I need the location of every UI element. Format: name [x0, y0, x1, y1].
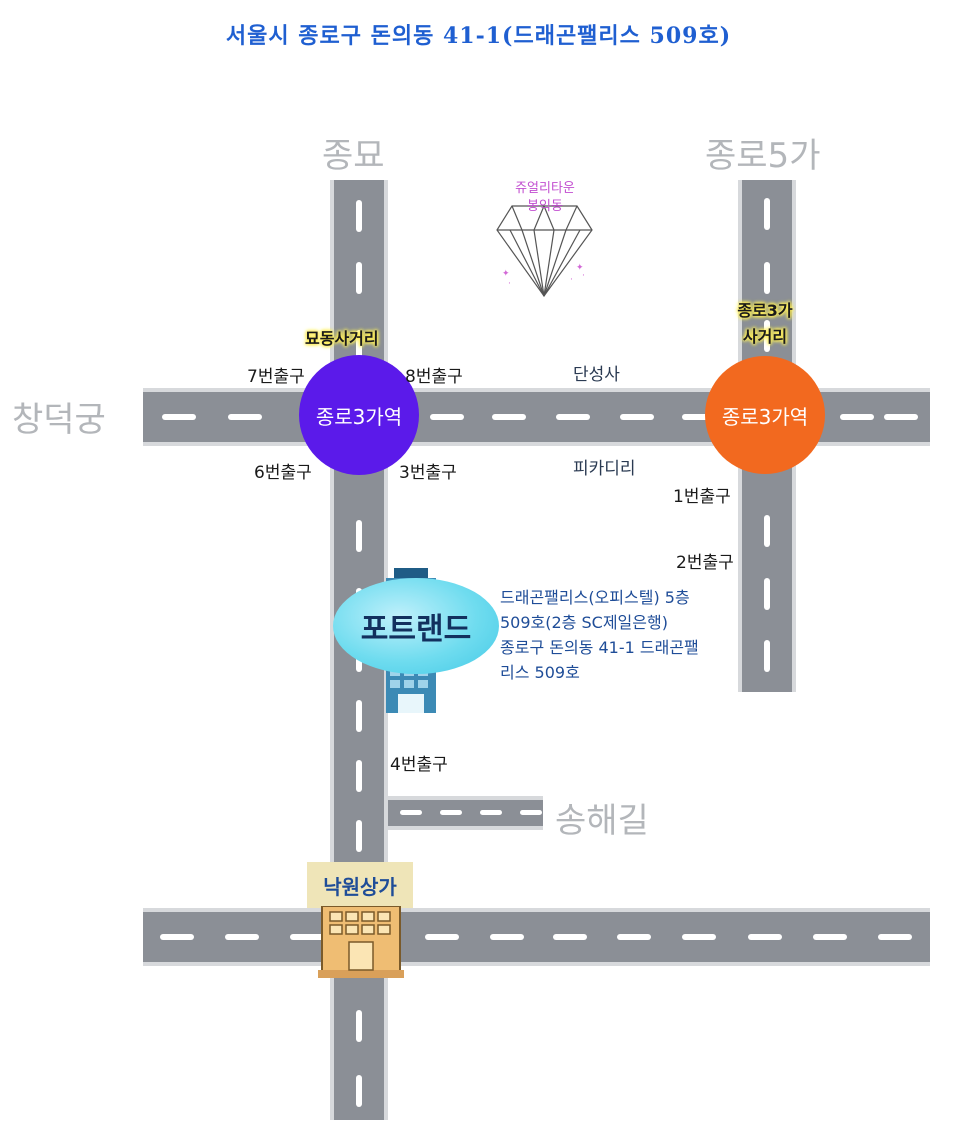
place-songhaegil: 송해길 — [555, 801, 649, 841]
address-line-4: 리스 509호 — [500, 663, 580, 682]
lane-dash — [813, 934, 847, 940]
nakwon-building-icon — [318, 905, 404, 978]
lane-dash — [400, 810, 422, 815]
lane-dash — [356, 330, 362, 362]
lane-dash — [490, 934, 524, 940]
lane-dash — [356, 200, 362, 232]
lane-dash — [356, 262, 362, 294]
jongno3ga-intersection-label: 종로3가 사거리 — [715, 298, 815, 350]
lane-dash — [764, 515, 770, 547]
lane-dash — [682, 414, 716, 420]
lane-dash — [556, 414, 590, 420]
lane-dash — [764, 640, 770, 672]
jongno3ga-intersection-line2: 사거리 — [742, 327, 788, 346]
landmark-dansungsa: 단성사 — [573, 365, 620, 385]
lane-dash — [356, 1075, 362, 1107]
lane-dash — [520, 810, 542, 815]
svg-text:✦: ✦ — [502, 269, 510, 279]
jewelry-line2: 봉익동 — [527, 199, 563, 214]
exit-8-label: 8번출구 — [405, 367, 463, 387]
lane-dash — [425, 934, 459, 940]
map-title: 서울시 종로구 돈의동 41-1(드래곤팰리스 509호) — [225, 23, 732, 49]
address-line-3: 종로구 돈의동 41-1 드래곤팰 — [500, 638, 699, 657]
lane-dash — [228, 414, 262, 420]
lane-dash — [748, 934, 782, 940]
landmark-piccadilly: 피카디리 — [573, 459, 636, 479]
lane-dash — [356, 760, 362, 792]
lane-dash — [225, 934, 259, 940]
nakwon-label: 낙원상가 — [323, 874, 397, 899]
exit-6-label: 6번출구 — [254, 463, 312, 483]
place-jongmyo: 종묘 — [322, 136, 385, 176]
lane-dash — [160, 934, 194, 940]
jongno3ga-intersection-line1: 종로3가 — [737, 301, 793, 320]
lane-dash — [764, 262, 770, 294]
lane-dash — [764, 578, 770, 610]
lane-dash — [440, 810, 462, 815]
svg-text:·: · — [570, 275, 573, 285]
lane-dash — [764, 198, 770, 230]
exit-1-label: 1번출구 — [673, 487, 731, 507]
lane-dash — [356, 520, 362, 552]
svg-text:·: · — [582, 271, 585, 281]
lane-dash — [356, 1010, 362, 1042]
lane-dash — [884, 414, 918, 420]
lane-dash — [682, 934, 716, 940]
jewelry-line1: 쥬얼리타운 — [515, 181, 575, 196]
lane-dash — [620, 414, 654, 420]
lane-dash — [356, 820, 362, 852]
exit-4-label: 4번출구 — [390, 755, 448, 775]
svg-text:✦: ✦ — [576, 263, 584, 273]
exit-2-label: 2번출구 — [676, 553, 734, 573]
station-jongno3ga-right[interactable]: 종로3가역 — [705, 356, 825, 474]
station-jongno3ga-left[interactable]: 종로3가역 — [299, 355, 419, 475]
portland-address: 드래곤팰리스(오피스텔) 5층 509호(2층 SC제일은행) 종로구 돈의동 … — [500, 585, 699, 685]
lane-dash — [162, 414, 196, 420]
lane-dash — [480, 810, 502, 815]
lane-dash — [840, 414, 874, 420]
lane-dash — [492, 414, 526, 420]
lane-dash — [356, 700, 362, 732]
road-bottom-horizontal — [143, 908, 930, 966]
lane-dash — [430, 414, 464, 420]
nakwon-sign: 낙원상가 — [307, 862, 413, 908]
place-jongno5ga: 종로5가 — [705, 136, 821, 176]
jewelry-town-label: 쥬얼리타운 봉익동 — [495, 180, 595, 216]
road-songhae — [388, 796, 543, 830]
portland-label[interactable]: 포트랜드 — [333, 578, 499, 674]
lane-dash — [878, 934, 912, 940]
exit-7-label: 7번출구 — [247, 367, 305, 387]
lane-dash — [617, 934, 651, 940]
diamond-icon: ✦· ✦·· — [492, 178, 597, 300]
address-line-1: 드래곤팰리스(오피스텔) 5층 — [500, 588, 690, 607]
lane-dash — [553, 934, 587, 940]
place-changdeokgung: 창덕궁 — [12, 400, 106, 440]
exit-3-label: 3번출구 — [399, 463, 457, 483]
lane-dash — [764, 320, 770, 352]
svg-text:·: · — [508, 279, 511, 289]
lane-dash — [290, 934, 324, 940]
myodong-intersection-label: 묘동사거리 — [305, 329, 379, 348]
address-line-2: 509호(2층 SC제일은행) — [500, 613, 668, 632]
